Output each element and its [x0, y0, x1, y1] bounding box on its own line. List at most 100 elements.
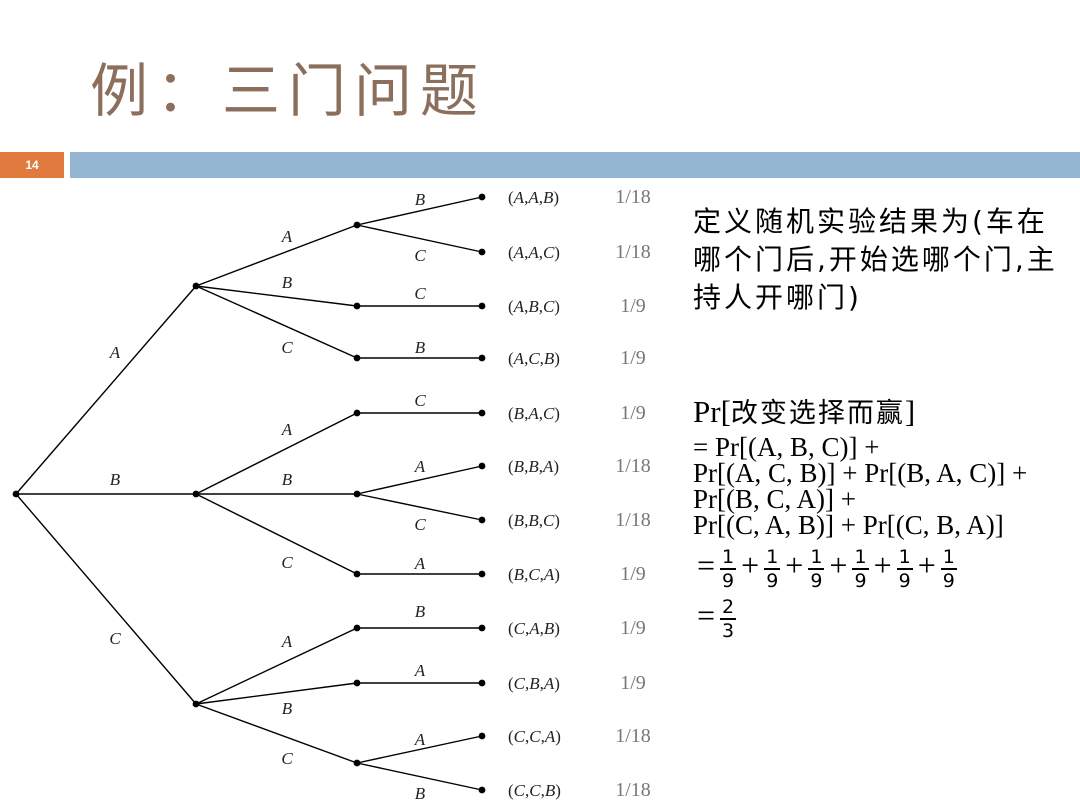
fraction-term-numerator: 1 — [896, 545, 913, 570]
outcome-label-3: (A,C,B) — [508, 349, 560, 368]
outcome-label-6: (B,B,C) — [508, 511, 560, 530]
tree-node-leaf-8 — [478, 624, 486, 632]
tree-label-l2-2-1: B — [282, 699, 293, 718]
probability-label-8: 1/9 — [620, 617, 646, 639]
formula-line-4: Pr[(B, C, A)] + — [693, 484, 856, 514]
slide-number: 14 — [0, 152, 64, 178]
probability-tree: ABCABCABCABCB(A,A,B)1/18C(A,A,C)1/18C(A,… — [12, 186, 651, 803]
formula-lhs-event: 改变选择而赢 — [730, 398, 905, 429]
tree-edge-l1-0 — [15, 285, 197, 495]
tree-label-leaf-5: A — [414, 457, 426, 476]
tree-label-leaf-11: B — [415, 784, 426, 803]
tree-label-l1-0: A — [109, 343, 121, 362]
tree-edge-l2-2-1 — [195, 682, 358, 705]
fraction-term-denominator: 9 — [942, 569, 955, 592]
fraction-term-denominator: 9 — [766, 569, 779, 592]
fraction-term-denominator: 9 — [810, 569, 823, 592]
tree-node-leaf-2 — [478, 302, 486, 310]
tree-label-leaf-6: C — [414, 515, 426, 534]
outcome-label-2: (A,B,C) — [508, 297, 560, 316]
tree-label-l2-1-0: A — [281, 420, 293, 439]
tree-label-leaf-0: B — [415, 190, 426, 209]
fraction-term-numerator: 1 — [852, 545, 869, 570]
plus-sign: + — [785, 547, 804, 583]
tree-edge-l1-2 — [15, 493, 197, 705]
plus-sign: + — [917, 547, 936, 583]
tree-label-leaf-8: B — [415, 602, 426, 621]
outcome-label-11: (C,C,B) — [508, 781, 561, 800]
tree-node-l2-1-1 — [353, 490, 361, 498]
result-fraction-numerator: 2 — [720, 595, 737, 620]
probability-label-6: 1/18 — [615, 509, 651, 531]
tree-node-l2-2-2 — [353, 759, 361, 767]
tree-node-l2-2-1 — [353, 679, 361, 687]
probability-formula: Pr[改变选择而赢] = Pr[(A, B, C)] + Pr[(A, C, B… — [693, 392, 1078, 642]
tree-node-leaf-9 — [478, 679, 486, 687]
probability-label-11: 1/18 — [615, 779, 651, 801]
probability-label-7: 1/9 — [620, 563, 646, 585]
definition-text: 定义随机实验结果为(车在哪个门后,开始选哪个门,主持人开哪门) — [693, 205, 1058, 314]
tree-node-l2-1-0 — [353, 409, 361, 417]
tree-label-l2-0-2: C — [281, 338, 293, 357]
fraction-term-denominator: 9 — [854, 569, 867, 592]
tree-edge-l2-0-1 — [195, 285, 358, 307]
tree-edge-l2-1-2 — [195, 493, 358, 575]
outcome-label-0: (A,A,B) — [508, 188, 559, 207]
tree-label-leaf-4: C — [414, 391, 426, 410]
probability-label-2: 1/9 — [620, 295, 646, 317]
tree-label-l1-1: B — [110, 470, 121, 489]
formula-lhs-suffix: ] — [904, 394, 916, 429]
tree-label-l2-0-1: B — [282, 273, 293, 292]
tree-edge-l2-0-0 — [195, 224, 358, 287]
probability-label-5: 1/18 — [615, 455, 651, 477]
tree-node-l2-0-2 — [353, 354, 361, 362]
tree-node-root — [12, 490, 20, 498]
outcome-label-1: (A,A,C) — [508, 243, 560, 262]
tree-node-leaf-5 — [478, 462, 486, 470]
formula-line-2: = Pr[(A, B, C)] + — [693, 432, 880, 462]
tree-node-leaf-1 — [478, 248, 486, 256]
plus-sign: + — [741, 547, 760, 583]
tree-node-leaf-6 — [478, 516, 486, 524]
outcome-label-8: (C,A,B) — [508, 619, 560, 638]
plus-sign: + — [873, 547, 892, 583]
tree-node-l1-0 — [192, 282, 200, 290]
probability-label-4: 1/9 — [620, 402, 646, 424]
formula-line-3: Pr[(A, C, B)] + Pr[(B, A, C)] + — [693, 458, 1028, 488]
slide-title: 例：三门问题 — [90, 57, 487, 125]
tree-node-l2-2-0 — [353, 624, 361, 632]
tree-label-l2-2-2: C — [281, 749, 293, 768]
tree-label-l2-0-0: A — [281, 227, 293, 246]
fraction-term-numerator: 1 — [808, 545, 825, 570]
probability-label-9: 1/9 — [620, 672, 646, 694]
tree-label-l1-2: C — [109, 629, 121, 648]
tree-label-l2-2-0: A — [281, 632, 293, 651]
tree-edge-leaf-1 — [356, 224, 483, 253]
tree-node-l1-2 — [192, 700, 200, 708]
fraction-term-numerator: 1 — [764, 545, 781, 570]
result-fraction-denominator: 3 — [722, 619, 735, 642]
tree-label-leaf-9: A — [414, 661, 426, 680]
tree-label-leaf-7: A — [414, 554, 426, 573]
tree-edge-leaf-6 — [356, 493, 483, 521]
outcome-label-4: (B,A,C) — [508, 404, 560, 423]
outcome-label-7: (B,C,A) — [508, 565, 560, 584]
fraction-term-denominator: 9 — [722, 569, 735, 592]
tree-edge-l2-2-0 — [195, 627, 358, 705]
tree-node-l2-0-0 — [353, 221, 361, 229]
tree-label-l2-1-1: B — [282, 470, 293, 489]
tree-node-leaf-11 — [478, 786, 486, 794]
tree-edge-leaf-10 — [356, 735, 483, 764]
outcome-label-9: (C,B,A) — [508, 674, 560, 693]
tree-edge-leaf-11 — [356, 762, 483, 791]
tree-edge-l2-2-2 — [195, 703, 358, 764]
formula-lhs-prefix: Pr[ — [693, 394, 731, 429]
equals-sign: = — [697, 547, 716, 583]
tree-node-l2-0-1 — [353, 302, 361, 310]
tree-edge-l2-0-2 — [195, 285, 358, 359]
